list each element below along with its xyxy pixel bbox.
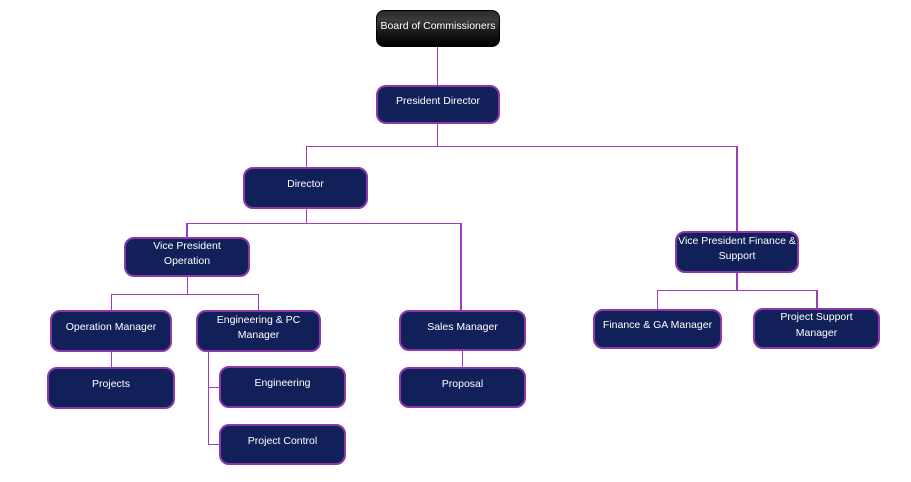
- node-project-support-manager[interactable]: Project Support Manager: [753, 308, 880, 349]
- connector-line: [186, 222, 461, 224]
- connector-line: [656, 289, 818, 291]
- node-vice-president-finance-support[interactable]: Vice President Finance & Support: [675, 231, 799, 273]
- connector-line: [816, 290, 818, 308]
- connector-line: [436, 124, 438, 146]
- node-director[interactable]: Director: [243, 167, 368, 209]
- node-operation-manager[interactable]: Operation Manager: [50, 310, 172, 352]
- connector-line: [736, 273, 738, 290]
- connector-line: [305, 145, 738, 147]
- node-sales-manager[interactable]: Sales Manager: [399, 310, 526, 351]
- connector-line: [436, 47, 438, 85]
- connector-line: [207, 443, 220, 445]
- connector-line: [186, 277, 188, 294]
- connector-line: [736, 146, 738, 231]
- node-project-control[interactable]: Project Control: [219, 424, 346, 465]
- connector-line: [461, 351, 463, 367]
- connector-line: [110, 294, 112, 310]
- connector-line: [460, 223, 462, 310]
- connector-line: [110, 293, 259, 295]
- connector-line: [305, 209, 307, 223]
- node-projects[interactable]: Projects: [47, 367, 175, 409]
- connector-line: [207, 386, 220, 388]
- connector-line: [305, 146, 307, 167]
- connector-line: [257, 294, 259, 310]
- connector-line: [656, 290, 658, 309]
- connector-line: [110, 352, 112, 367]
- node-president-director[interactable]: President Director: [376, 85, 500, 124]
- node-vice-president-operation[interactable]: Vice President Operation: [124, 237, 250, 277]
- node-engineering-pc-manager[interactable]: Engineering & PC Manager: [196, 310, 321, 352]
- node-proposal[interactable]: Proposal: [399, 367, 526, 408]
- node-engineering[interactable]: Engineering: [219, 366, 346, 408]
- connector-line: [186, 223, 188, 237]
- node-finance-ga-manager[interactable]: Finance & GA Manager: [593, 309, 722, 349]
- node-board-of-commissioners[interactable]: Board of Commissioners: [376, 10, 500, 47]
- connector-line: [207, 352, 209, 445]
